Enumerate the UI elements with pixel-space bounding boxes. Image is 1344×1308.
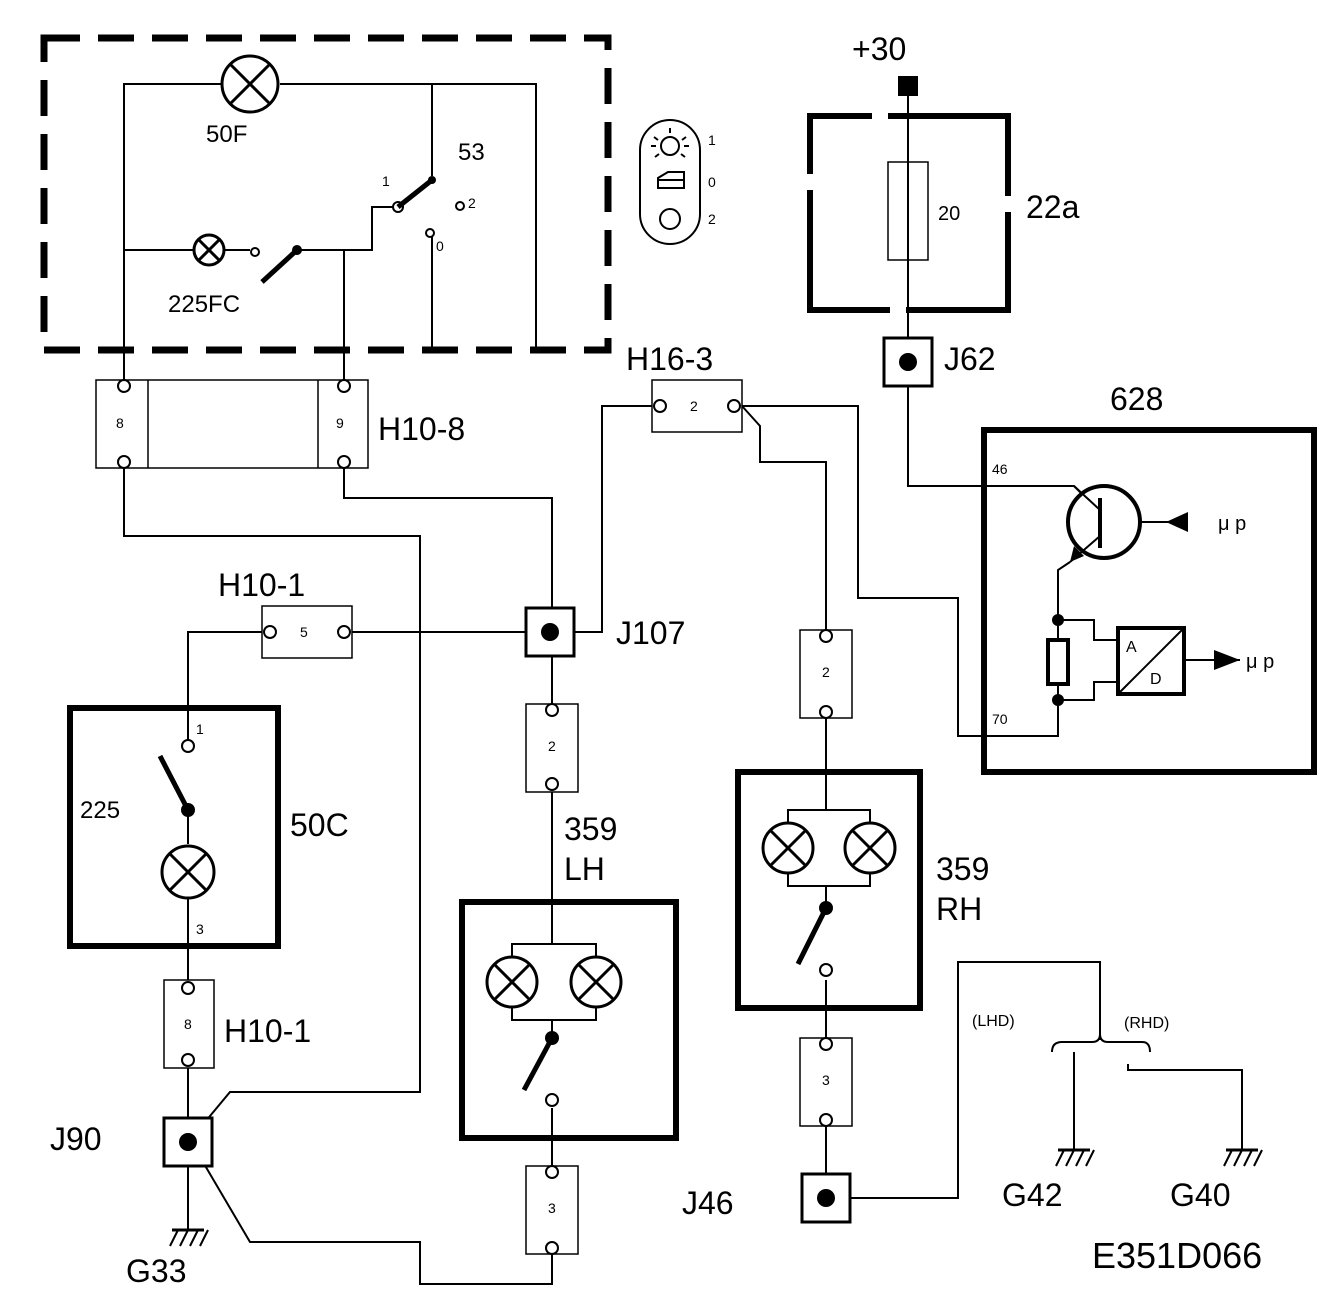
switch-225fc-label: 225FC	[168, 291, 240, 318]
lamp-50f-label: 50F	[206, 121, 247, 148]
module-359-rh	[735, 769, 923, 1011]
connector-h16-3	[651, 379, 743, 433]
h10-1-top-pin: 5	[300, 624, 308, 640]
module-359-lh	[459, 899, 679, 1141]
module-50c-pin3: 3	[196, 921, 204, 937]
lamp-225fc-icon	[192, 233, 260, 267]
switch-53-icon	[392, 176, 465, 238]
rh-conn-bottom-pin: 3	[822, 1072, 830, 1088]
module-50c-label: 50C	[290, 807, 349, 843]
mu-p-bottom: μ p	[1246, 651, 1274, 673]
lhd-rhd-option	[1051, 1033, 1243, 1150]
switch-pos-1: 1	[382, 173, 390, 189]
splice-j90	[162, 1116, 214, 1168]
j107-label: J107	[616, 615, 685, 651]
switch-53-label: 53	[458, 139, 485, 166]
transistor-icon	[1066, 484, 1142, 560]
icon-pos-1: 1	[708, 132, 716, 148]
h16-3-label: H16-3	[626, 341, 713, 377]
lh-line2: LH	[564, 851, 605, 887]
module-50c-pin1: 1	[196, 721, 204, 737]
splice-j62	[882, 336, 934, 388]
connector-rh-bottom	[799, 1037, 853, 1127]
lh-line1: 359	[564, 811, 617, 847]
connector-lh-top	[525, 703, 579, 793]
switch-pos-2: 2	[468, 195, 476, 211]
splice-j107	[524, 606, 576, 658]
rhd-label: (RHD)	[1124, 1015, 1169, 1032]
switch-pos-0: 0	[436, 238, 444, 254]
connector-rh-top	[799, 629, 853, 719]
panel-wires	[123, 83, 537, 380]
ecu-628	[981, 427, 1317, 775]
lhd-label: (LHD)	[972, 1013, 1015, 1030]
ecu-pin-46: 46	[992, 461, 1008, 477]
ecu-label: 628	[1110, 381, 1163, 417]
light-switch-symbol-icon	[639, 119, 701, 245]
ground-g40-icon	[1223, 1148, 1263, 1167]
h10-8-pin9: 9	[336, 415, 344, 431]
diagram-code: E351D066	[1092, 1235, 1262, 1276]
plus30-label: +30	[852, 31, 906, 67]
j90-label: J90	[50, 1121, 102, 1157]
rh-conn-top-pin: 2	[822, 664, 830, 680]
adc-a: A	[1126, 639, 1137, 656]
switch-panel-dashed-box	[40, 34, 612, 354]
j62-label: J62	[944, 341, 996, 377]
connector-h10-1-top	[261, 605, 353, 659]
rh-line2: RH	[936, 891, 982, 927]
fuse-box-22a	[807, 76, 1011, 313]
icon-pos-2: 2	[708, 211, 716, 227]
connector-h10-1-bottom	[163, 979, 215, 1069]
adc-d: D	[1150, 671, 1162, 688]
switch-225fc-icon	[260, 245, 302, 284]
g40-label: G40	[1170, 1177, 1230, 1213]
fuse-value: 20	[938, 203, 960, 225]
h10-1-bottom-label: H10-1	[224, 1013, 311, 1049]
h10-1-bottom-pin: 8	[184, 1016, 192, 1032]
ecu-pin-70: 70	[992, 711, 1008, 727]
fuse-box-label: 22a	[1026, 189, 1080, 225]
h16-3-pin: 2	[690, 398, 698, 414]
g42-label: G42	[1002, 1177, 1062, 1213]
ground-g42-icon	[1055, 1148, 1095, 1167]
icon-pos-0: 0	[708, 174, 716, 190]
lh-conn-bottom-pin: 3	[548, 1200, 556, 1216]
splice-j46	[800, 1172, 852, 1224]
module-225-label: 225	[80, 797, 120, 824]
lh-conn-top-pin: 2	[548, 738, 556, 754]
h10-1-top-label: H10-1	[218, 567, 305, 603]
g33-label: G33	[126, 1253, 186, 1289]
connector-h10-8	[95, 379, 369, 469]
ground-g33-icon	[169, 1228, 209, 1247]
module-50c	[67, 705, 281, 949]
connector-lh-bottom	[525, 1165, 579, 1255]
lamp-50f-icon	[220, 54, 280, 114]
j46-label: J46	[682, 1185, 734, 1221]
h10-8-pin8: 8	[116, 415, 124, 431]
mu-p-top: μ p	[1218, 513, 1246, 535]
h10-8-label: H10-8	[378, 411, 465, 447]
rh-line1: 359	[936, 851, 989, 887]
